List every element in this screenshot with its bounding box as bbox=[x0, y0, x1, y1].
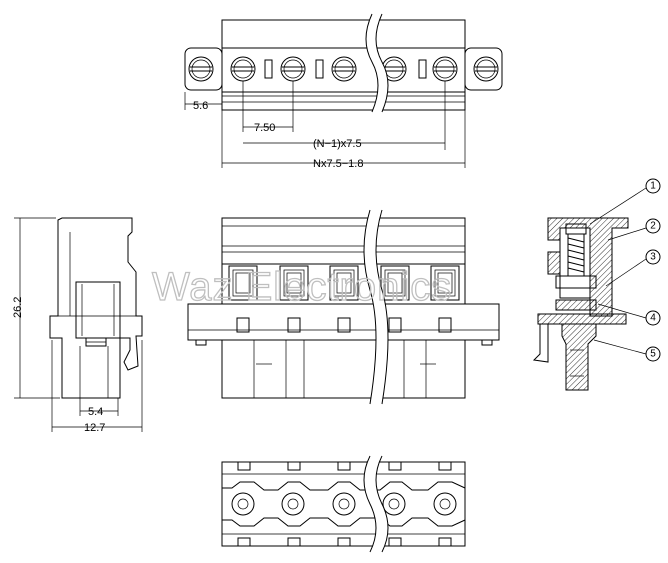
svg-text:5: 5 bbox=[650, 349, 656, 360]
dim-inner-width: 5.4 bbox=[88, 406, 103, 418]
bottom-view bbox=[221, 455, 466, 553]
callout-3: 3 bbox=[645, 249, 661, 265]
terminal-screw bbox=[280, 56, 306, 82]
svg-text:1: 1 bbox=[650, 181, 656, 192]
dim-n-minus-1: (N−1)x7.5 bbox=[313, 138, 362, 150]
mount-screw-left bbox=[188, 56, 214, 82]
front-view bbox=[187, 209, 500, 405]
svg-text:4: 4 bbox=[650, 313, 656, 324]
svg-text:2: 2 bbox=[650, 221, 656, 232]
wire-entry-row bbox=[228, 265, 460, 301]
side-view: 26.2 5.4 12.7 bbox=[12, 217, 143, 434]
section-view: 1 2 3 4 5 bbox=[532, 178, 661, 391]
terminal-screw bbox=[432, 56, 458, 82]
screw-thread bbox=[567, 234, 585, 276]
dim-total: Nx7.5−1.8 bbox=[313, 158, 363, 170]
dim-height: 26.2 bbox=[12, 297, 24, 318]
terminal-screw bbox=[331, 56, 357, 82]
screw-row bbox=[188, 56, 499, 82]
svg-text:3: 3 bbox=[650, 252, 656, 263]
mount-screw-right bbox=[473, 56, 499, 82]
callout-4: 4 bbox=[645, 310, 661, 326]
terminal-screw bbox=[230, 56, 256, 82]
dim-width: 12.7 bbox=[84, 422, 105, 434]
top-view: 5.6 7.50 (N−1)x7.5 Nx7.5−1.8 bbox=[184, 13, 503, 170]
callout-2: 2 bbox=[645, 218, 661, 234]
watermark: Waz Electronics bbox=[152, 265, 452, 309]
dim-pitch: 7.50 bbox=[254, 122, 275, 134]
callout-5: 5 bbox=[645, 346, 661, 362]
pin-hole-row bbox=[231, 492, 457, 516]
callout-1: 1 bbox=[645, 178, 661, 194]
dim-offset: 5.6 bbox=[193, 100, 208, 112]
